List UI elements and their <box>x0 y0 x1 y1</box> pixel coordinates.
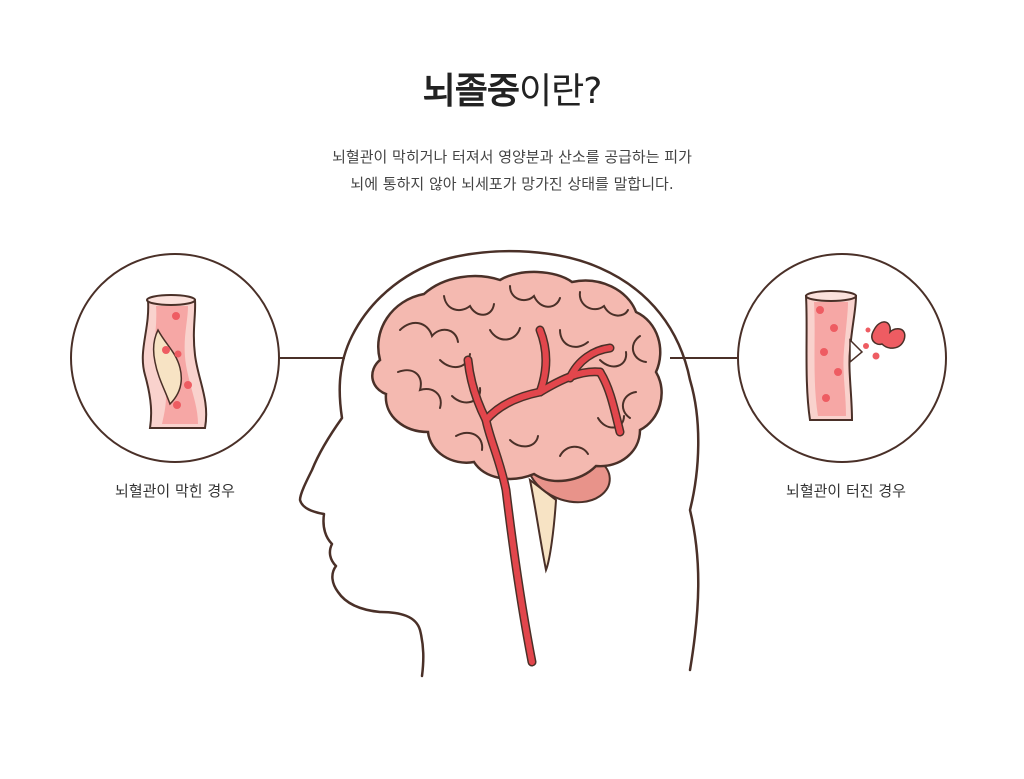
title-bold: 뇌졸중 <box>422 71 520 112</box>
label-ruptured: 뇌혈관이 터진 경우 <box>786 482 906 500</box>
brain-icon <box>371 270 663 667</box>
label-blocked: 뇌혈관이 막힌 경우 <box>115 482 235 500</box>
description: 뇌혈관이 막히거나 터져서 영양분과 산소를 공급하는 피가 뇌에 통하지 않아… <box>0 144 1024 198</box>
ruptured-vessel-icon <box>737 253 947 463</box>
description-line-1: 뇌혈관이 막히거나 터져서 영양분과 산소를 공급하는 피가 <box>332 148 692 166</box>
page-title: 뇌졸중이란? <box>0 62 1024 114</box>
title-light: 이란? <box>519 71 602 112</box>
head-profile-icon <box>298 249 700 678</box>
description-line-2: 뇌에 통하지 않아 뇌세포가 망가진 상태를 말합니다. <box>350 175 674 193</box>
blocked-vessel-icon <box>70 253 280 463</box>
